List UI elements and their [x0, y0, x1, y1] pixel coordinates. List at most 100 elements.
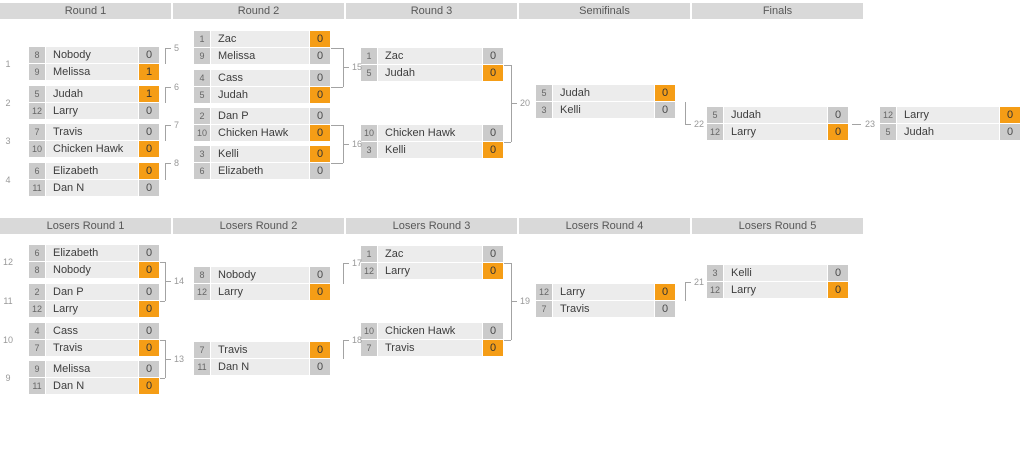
- connector-line: [343, 339, 344, 359]
- player-name: Judah: [378, 65, 482, 81]
- seed-number: 11: [194, 359, 210, 375]
- player-name: Larry: [897, 107, 999, 123]
- seed-number: 9: [29, 64, 45, 80]
- match-number-label: 9: [5, 372, 11, 383]
- round-header: Losers Round 2: [173, 218, 344, 234]
- connector-line: [685, 281, 691, 283]
- seed-number: 7: [361, 340, 377, 356]
- seed-number: 5: [194, 87, 210, 103]
- seed-number: 12: [707, 124, 723, 140]
- connector-line: [504, 339, 511, 341]
- next-match-number-label: 6: [174, 81, 180, 92]
- seed-number: 12: [194, 284, 210, 300]
- seed-number: 7: [29, 340, 45, 356]
- connector-line: [165, 47, 171, 49]
- connector-line: [165, 124, 171, 126]
- score-box: 0: [139, 284, 159, 300]
- seed-number: 3: [194, 146, 210, 162]
- score-box-winner: 0: [655, 284, 675, 300]
- next-match-number-label: 23: [865, 118, 876, 129]
- connector-line: [685, 123, 691, 125]
- player-name: Dan P: [211, 108, 309, 124]
- seed-number: 10: [361, 125, 377, 141]
- player-name: Dan P: [46, 284, 138, 300]
- seed-number: 11: [29, 180, 45, 196]
- player-name: Judah: [897, 124, 999, 140]
- seed-number: 3: [536, 102, 552, 118]
- score-box-winner: 0: [483, 65, 503, 81]
- player-name: Cass: [211, 70, 309, 86]
- player-name: Larry: [378, 263, 482, 279]
- next-match-number-label: 13: [174, 353, 185, 364]
- score-box: 0: [139, 361, 159, 377]
- match-number-label: 1: [5, 58, 11, 69]
- player-name: Elizabeth: [46, 163, 138, 179]
- round-header: Losers Round 5: [692, 218, 863, 234]
- connector-line: [165, 162, 166, 180]
- seed-number: 12: [361, 263, 377, 279]
- score-box: 0: [828, 107, 848, 123]
- score-box-winner: 0: [310, 31, 330, 47]
- seed-number: 5: [880, 124, 896, 140]
- player-name: Chicken Hawk: [46, 141, 138, 157]
- score-box: 0: [828, 265, 848, 281]
- seed-number: 2: [194, 108, 210, 124]
- connector-line: [504, 64, 511, 66]
- connector-line: [511, 103, 517, 104]
- score-box-winner: 0: [483, 263, 503, 279]
- score-box: 0: [139, 103, 159, 119]
- connector-line: [331, 86, 343, 88]
- player-name: Chicken Hawk: [378, 125, 482, 141]
- seed-number: 6: [29, 163, 45, 179]
- score-box: 0: [655, 301, 675, 317]
- player-name: Larry: [46, 103, 138, 119]
- score-box-winner: 0: [139, 163, 159, 179]
- round-header: Losers Round 3: [346, 218, 517, 234]
- player-name: Melissa: [46, 64, 138, 80]
- connector-line: [343, 339, 349, 341]
- connector-line: [343, 67, 349, 68]
- connector-line: [331, 124, 343, 126]
- score-box: 0: [139, 323, 159, 339]
- round-header: Semifinals: [519, 3, 690, 19]
- seed-number: 7: [29, 124, 45, 140]
- round-header: Round 1: [0, 3, 171, 19]
- player-name: Judah: [724, 107, 827, 123]
- score-box-winner: 0: [828, 124, 848, 140]
- player-name: Larry: [724, 124, 827, 140]
- match-number-label: 4: [5, 174, 11, 185]
